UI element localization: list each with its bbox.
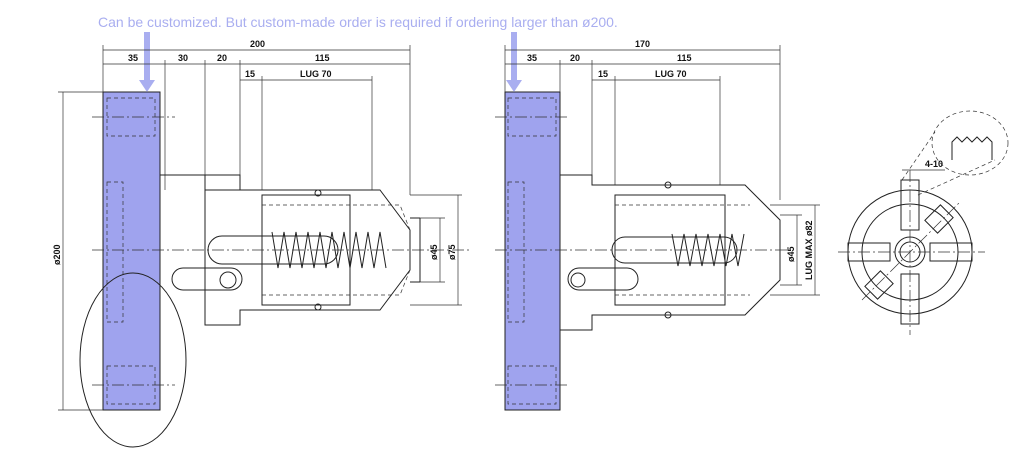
- left-dim-outer-dia: ø75: [447, 244, 457, 260]
- end-view: 4-10: [838, 110, 1009, 335]
- left-side-view: 200 35 30 20 115 15 LUG 70 ø200 ø45 ø75: [52, 32, 470, 448]
- right-dim-lug: LUG 70: [655, 69, 687, 79]
- right-flange-highlight: [504, 91, 561, 411]
- left-dim-flange-dia: ø200: [52, 244, 62, 265]
- end-dim-tooth: 4-10: [925, 159, 943, 169]
- customization-note: Can be customized. But custom-made order…: [98, 14, 618, 30]
- right-dim-seg-2: 20: [570, 53, 580, 63]
- right-side-view: 170 35 20 115 15 LUG 70 ø45 LUG MAX ø82: [495, 32, 820, 411]
- right-dim-inner-dia: ø45: [786, 246, 796, 262]
- right-dim-seg-1: 35: [527, 53, 537, 63]
- right-down-arrow-icon: [506, 32, 522, 92]
- left-dim-seg-2: 30: [178, 53, 188, 63]
- right-dimension-lines: [504, 45, 820, 296]
- left-body: [79, 97, 470, 448]
- right-dim-lug-offset: 15: [598, 69, 608, 79]
- right-dim-overall: 170: [635, 39, 650, 49]
- left-dim-seg-1: 35: [128, 53, 138, 63]
- left-dim-lug: LUG 70: [300, 69, 332, 79]
- left-dim-inner-dia: ø45: [429, 244, 439, 260]
- left-dim-lug-offset: 15: [245, 69, 255, 79]
- left-dim-seg-4: 115: [315, 53, 330, 63]
- right-dim-lug-max: LUG MAX ø82: [804, 220, 814, 280]
- left-dimension-lines: [58, 45, 462, 411]
- left-down-arrow-icon: [139, 32, 155, 92]
- left-flange-highlight: [102, 91, 161, 411]
- detail-highlight-ellipse: [79, 272, 187, 448]
- left-dim-seg-3: 20: [217, 53, 227, 63]
- right-body: [495, 97, 790, 405]
- right-dim-seg-3: 115: [677, 53, 692, 63]
- left-dim-overall: 200: [250, 39, 265, 49]
